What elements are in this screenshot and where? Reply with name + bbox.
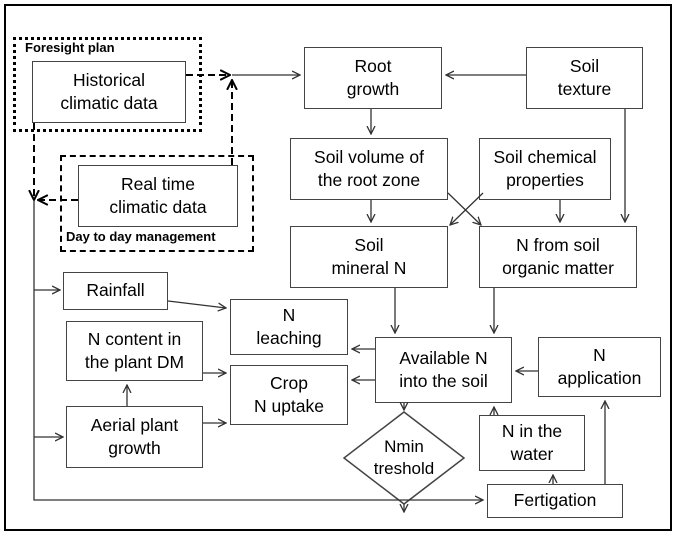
arrow-rainfall-to-leaching: [167, 300, 226, 308]
fertigation-node: Fertigation: [487, 484, 623, 518]
rainfall-node: Rainfall: [63, 272, 168, 310]
nmin-threshold-label: Nmin treshold: [373, 436, 435, 478]
soil-texture-node: Soil texture: [526, 47, 643, 109]
real-time-climatic-data-node: Real time climatic data: [78, 165, 238, 227]
n-from-soil-organic-matter-node: N from soil organic matter: [479, 226, 637, 288]
foresight-plan-group: [13, 37, 202, 132]
foresight-plan-label: Foresight plan: [25, 40, 115, 55]
n-content-plant-dm-node: N content in the plant DM: [66, 321, 203, 381]
soil-chemical-properties-node: Soil chemical properties: [479, 138, 611, 200]
aerial-plant-growth-node: Aerial plant growth: [66, 406, 203, 468]
diagram-frame: [4, 4, 672, 531]
n-leaching-node: N leaching: [230, 299, 348, 355]
historical-climatic-data-node: Historical climatic data: [32, 61, 186, 123]
soil-volume-node: Soil volume of the root zone: [290, 138, 448, 200]
available-n-node: Available N into the soil: [375, 337, 512, 403]
n-in-water-node: N in the water: [479, 415, 585, 471]
day-to-day-label: Day to day management: [66, 229, 216, 244]
root-growth-node: Root growth: [304, 47, 442, 109]
left-spine: [33, 200, 483, 500]
soil-mineral-n-node: Soil mineral N: [290, 226, 448, 288]
arrow-chemical-to-mineral: [450, 192, 484, 225]
arrow-volume-to-nsom: [447, 192, 481, 225]
crop-n-uptake-node: Crop N uptake: [230, 365, 348, 425]
day-to-day-group: [60, 155, 254, 252]
n-application-node: N application: [538, 337, 661, 397]
